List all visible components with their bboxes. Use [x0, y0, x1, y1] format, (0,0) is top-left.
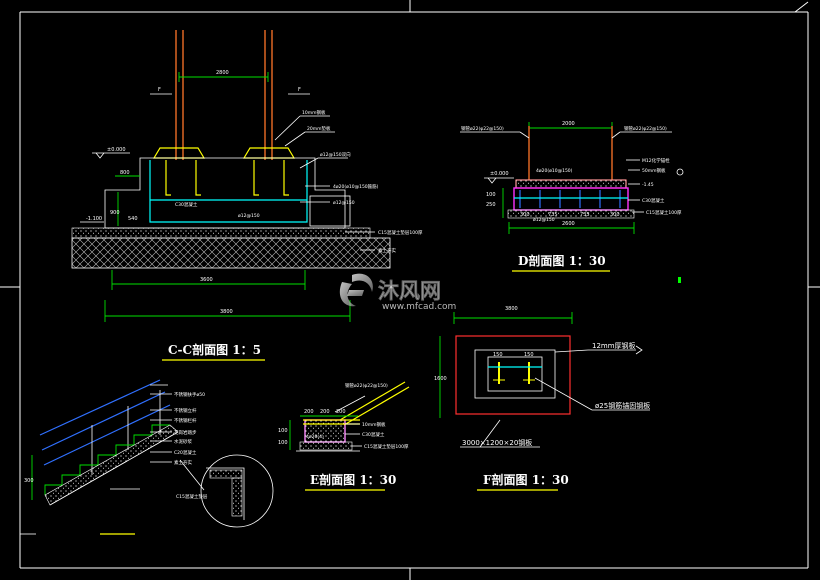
watermark-url: www.mfcad.com: [382, 302, 456, 312]
f-title: F剖面图 1：30: [483, 472, 569, 487]
f-dim-inner-1: 150: [524, 352, 534, 358]
stair-detail-circle: [200, 454, 274, 528]
cc-marker-right: F: [298, 87, 301, 93]
e-dim-1: 200: [320, 409, 330, 415]
cc-dim-top: 2800: [216, 70, 229, 76]
stair-note-4: 水泥砂浆: [174, 438, 192, 445]
d-dim-bottom: 2600: [562, 221, 575, 227]
d-note-3: ø12@150: [533, 217, 555, 223]
cc-note-5: ø12@150: [333, 200, 355, 206]
cc-title: C-C剖面图 1：5: [168, 342, 261, 357]
f-dim-top: 3800: [505, 306, 518, 312]
stair-note-3: 花岗岩踏步: [174, 429, 197, 436]
cc-note-7: C15混凝土垫层100厚: [378, 229, 423, 236]
cc-dim-left-small: 540: [128, 216, 138, 222]
e-note-1: 10mm钢板: [362, 421, 386, 428]
e-dim-0: 200: [304, 409, 314, 415]
d-dim-top: 2000: [562, 121, 575, 127]
f-note-2: 3000×1200×20钢板: [462, 438, 532, 447]
d-note-4: C15混凝土100厚: [646, 209, 682, 216]
cc-note-4: 4ø20(ø10@150箍筋): [333, 183, 379, 190]
cc-note-6: ø12@150: [238, 213, 260, 219]
stair-note-2: 不锈钢栏杆: [174, 417, 197, 424]
watermark: 沐风网 www.mfcad.com: [339, 273, 456, 312]
watermark-brand: 沐风网: [378, 279, 441, 303]
d-note-7: -1.45: [642, 182, 654, 188]
e-note-2: 4ø20(4): [306, 434, 324, 440]
d-note-2: 4ø20(ø10@150): [536, 168, 573, 174]
cc-note-8: 素土夯实: [378, 247, 396, 254]
stair-dim-0: 300: [24, 478, 34, 484]
f-dim-inner-0: 150: [493, 352, 503, 358]
watermark-logo: [339, 273, 373, 307]
cc-note-2: ø12@150双向: [320, 151, 351, 158]
d-dim-mid-3: 300: [610, 212, 620, 218]
cc-note-3: C30混凝土: [175, 201, 198, 208]
e-note-3: C30混凝土: [362, 431, 385, 438]
stair-note-6: 素土夯实: [174, 459, 192, 466]
f-dim-left: 1600: [434, 376, 447, 382]
d-note-5: C30混凝土: [642, 197, 665, 204]
cc-dim-left-step: 800: [120, 170, 130, 176]
cc-dim-bottom1: 3600: [200, 277, 213, 283]
e-note-4: C15混凝土垫层100厚: [364, 443, 409, 450]
stair-note-7: C15混凝土垫层: [176, 493, 208, 500]
e-note-0: 钢管ø22(φ22@150): [345, 382, 388, 389]
section-cc: 2800 F F ±0.000 800 900: [71, 30, 423, 361]
e-title: E剖面图 1：30: [310, 472, 396, 487]
section-stair: 300 不锈钢扶手ø50 不锈钢立杆 不锈钢栏杆 花岗岩踏步 水泥砂浆 C20混…: [20, 379, 274, 535]
d-note-0: 钢管ø22(φ22@150): [461, 125, 504, 132]
section-e: 钢管ø22(φ22@150) 200 200 200 100 100 10mm钢…: [278, 381, 410, 491]
d-dim-left-0: 100: [486, 192, 496, 198]
f-note-1: ø25钢筋锚固钢板: [595, 401, 650, 410]
stair-note-1: 不锈钢立杆: [174, 407, 197, 414]
d-elev: ±0.000: [490, 171, 509, 177]
d-note-8: M12化学锚栓: [642, 157, 670, 164]
stair-note-0: 不锈钢扶手ø50: [174, 391, 205, 398]
d-dim-mid-0: 300: [520, 212, 530, 218]
cc-elev-bottom: -1.100: [86, 216, 102, 222]
d-dim-mid-1: 735: [548, 212, 558, 218]
e-dim-2: 200: [336, 409, 346, 415]
cc-note-0: 10mm钢板: [302, 109, 326, 116]
stair-note-5: C20混凝土: [174, 449, 197, 456]
e-dim-3: 100: [278, 428, 288, 434]
f-note-0: 12mm厚钢板: [592, 341, 636, 350]
d-note-6: 50mm钢板: [642, 167, 666, 174]
f-anchor-bolts: [493, 362, 535, 384]
e-dim-4: 100: [278, 440, 288, 446]
d-title: D剖面图 1：30: [518, 253, 606, 268]
section-d: 2000 ±0.000 100 250 300 735 735 300 2600: [460, 121, 684, 283]
d-dim-mid-2: 735: [580, 212, 590, 218]
cc-elev-top: ±0.000: [107, 147, 126, 153]
cc-dim-bottom2: 3800: [220, 309, 233, 315]
section-f: 3800 1600 150 150 12mm厚钢板 ø25钢筋锚固钢板 3000…: [434, 306, 650, 491]
cc-marker-left: F: [158, 87, 161, 93]
cc-dim-left-h: 900: [110, 210, 120, 216]
cc-note-1: 20mm垫板: [307, 125, 331, 132]
d-dim-left-1: 250: [486, 202, 496, 208]
d-note-1: 钢管ø22(φ22@150): [624, 125, 667, 132]
